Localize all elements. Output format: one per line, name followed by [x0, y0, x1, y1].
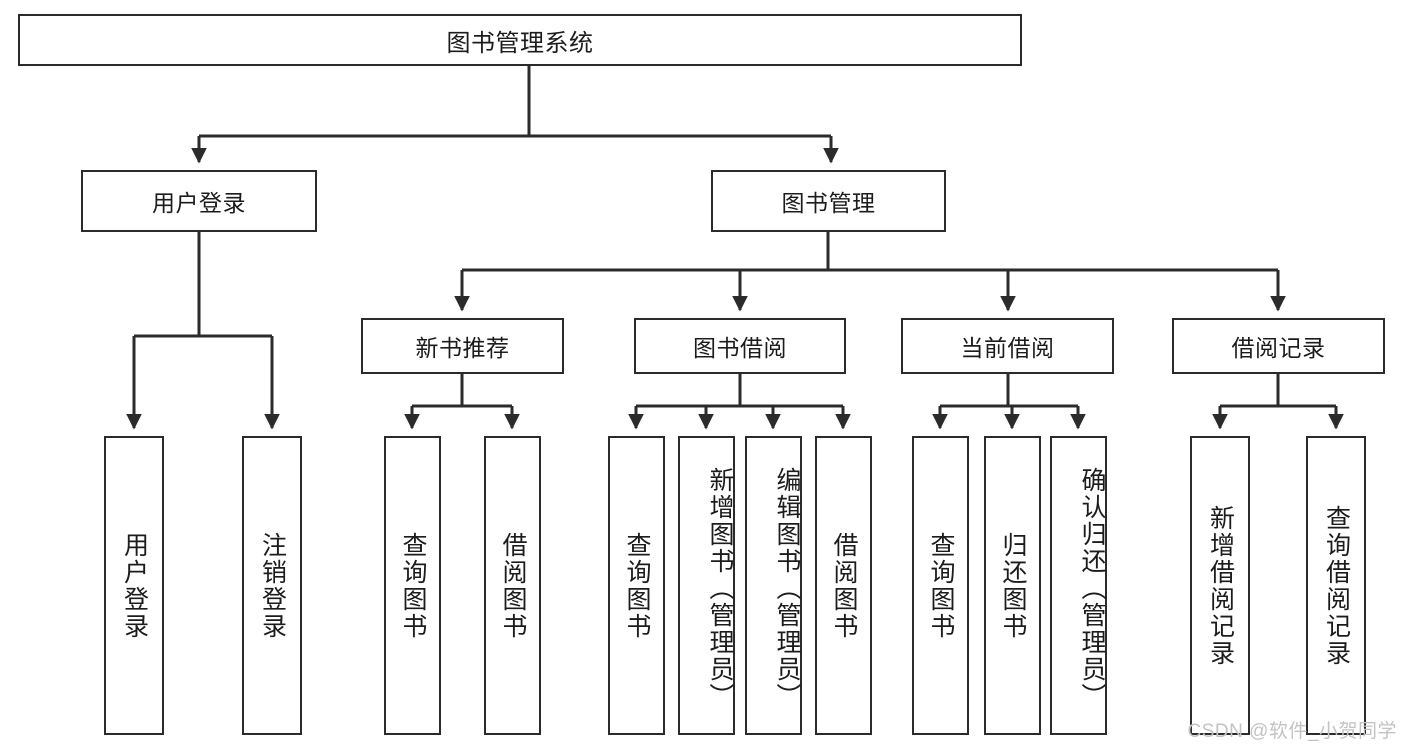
node-book-management[interactable]: 图书管理	[711, 170, 946, 232]
leaf-borrow-books-borrowing-label: 借阅图书	[830, 531, 858, 640]
leaf-query-books-current[interactable]: 查询图书	[912, 436, 969, 735]
leaf-edit-book-admin[interactable]: 编辑图书（管理员）	[745, 436, 802, 735]
leaf-query-books-recommend[interactable]: 查询图书	[384, 436, 441, 735]
node-borrowing-records-label: 借阅记录	[1231, 335, 1326, 361]
leaf-edit-book-admin-label: 编辑图书（管理员）	[773, 467, 801, 710]
node-new-book-recommendation[interactable]: 新书推荐	[361, 318, 564, 374]
node-book-borrowing-label: 图书借阅	[693, 335, 787, 361]
leaf-borrow-books-recommend[interactable]: 借阅图书	[484, 436, 541, 735]
node-root[interactable]: 图书管理系统	[18, 14, 1022, 66]
leaf-logout[interactable]: 注销登录	[242, 436, 302, 735]
leaf-add-borrow-record-label: 新增借阅记录	[1206, 504, 1235, 667]
leaf-confirm-return-admin[interactable]: 确认归还（管理员）	[1050, 436, 1107, 735]
leaf-add-borrow-record[interactable]: 新增借阅记录	[1190, 436, 1250, 735]
node-book-borrowing[interactable]: 图书借阅	[634, 318, 846, 374]
leaf-logout-label: 注销登录	[258, 531, 287, 640]
leaf-user-login[interactable]: 用户登录	[104, 436, 164, 735]
leaf-user-login-label: 用户登录	[120, 531, 149, 640]
node-new-book-recommendation-label: 新书推荐	[415, 335, 510, 361]
node-current-borrowing[interactable]: 当前借阅	[901, 318, 1114, 374]
leaf-query-books-borrowing-label: 查询图书	[623, 531, 651, 640]
node-user-login-label: 用户登录	[152, 190, 246, 216]
node-user-login[interactable]: 用户登录	[81, 170, 317, 232]
node-borrowing-records[interactable]: 借阅记录	[1172, 318, 1385, 374]
node-root-label: 图书管理系统	[446, 29, 594, 57]
leaf-confirm-return-admin-label: 确认归还（管理员）	[1078, 467, 1106, 710]
leaf-add-book-admin-label: 新增图书（管理员）	[706, 467, 734, 710]
leaf-query-books-recommend-label: 查询图书	[399, 531, 427, 640]
leaf-return-books-label: 归还图书	[999, 531, 1027, 640]
leaf-query-books-borrowing[interactable]: 查询图书	[608, 436, 665, 735]
node-book-management-label: 图书管理	[781, 190, 876, 216]
leaf-borrow-books-borrowing[interactable]: 借阅图书	[815, 436, 872, 735]
csdn-watermark: CSDN @软件_小贺同学	[1187, 721, 1397, 742]
leaf-query-books-current-label: 查询图书	[927, 531, 955, 640]
leaf-query-borrow-record-label: 查询借阅记录	[1322, 504, 1351, 667]
node-current-borrowing-label: 当前借阅	[960, 335, 1055, 361]
leaf-add-book-admin[interactable]: 新增图书（管理员）	[678, 436, 735, 735]
leaf-query-borrow-record[interactable]: 查询借阅记录	[1306, 436, 1366, 735]
leaf-borrow-books-recommend-label: 借阅图书	[499, 531, 527, 640]
leaf-return-books[interactable]: 归还图书	[984, 436, 1041, 735]
